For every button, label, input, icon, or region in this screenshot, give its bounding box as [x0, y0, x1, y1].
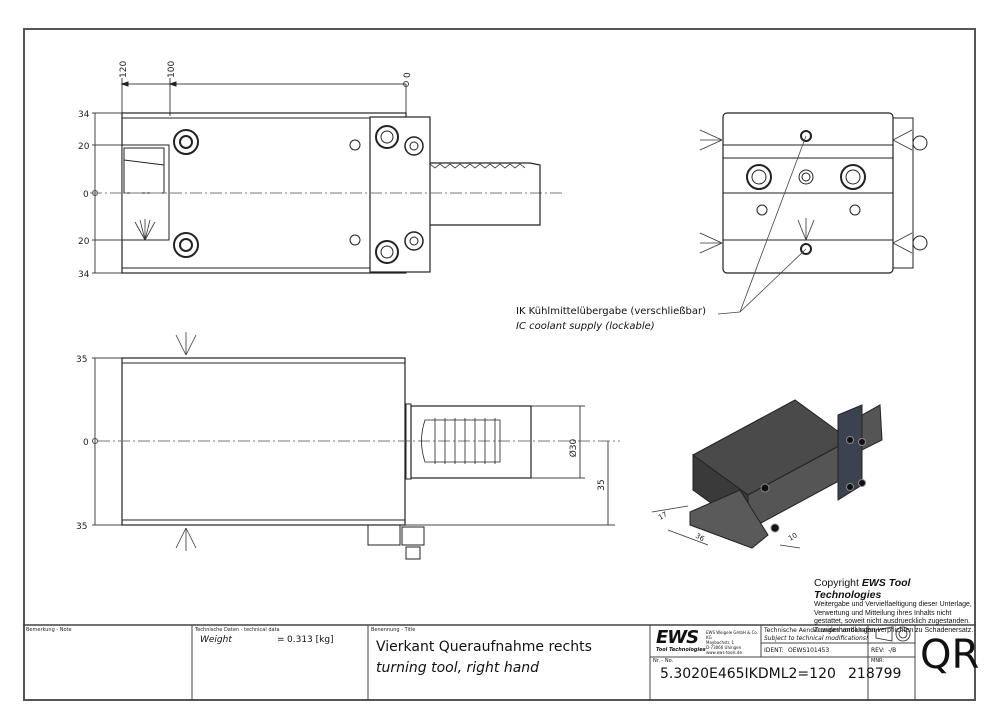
copyright-notice: Copyright EWS Tool Technologies Weiterga…	[814, 577, 974, 635]
dim-label: 0	[83, 190, 89, 200]
iso-dim-label: 10	[787, 531, 799, 542]
dim-label: 0	[83, 438, 89, 448]
title-block-grid	[23, 624, 976, 701]
company-line: www.ews-tools.de	[706, 650, 742, 655]
dim-label: 120	[119, 61, 129, 78]
dim-label: 35	[76, 355, 87, 365]
dim-label: 35	[76, 522, 87, 532]
company-line: Maybachstr. 1	[706, 640, 735, 645]
title-cell: Benennung - Title Vierkant Queraufnahme …	[368, 625, 650, 701]
weight-eq: =	[277, 635, 285, 645]
nr-label: Nr. - No.	[653, 658, 674, 664]
title-label: Benennung - Title	[371, 627, 416, 633]
weight-key: Weight	[200, 635, 232, 645]
ews-logo-sub: Tool Technologies	[656, 647, 706, 653]
copyright-line: Zuwiderhandlungen verpflichten zu Schade…	[814, 626, 974, 634]
dim-label: 20	[78, 237, 90, 247]
title-de: Vierkant Queraufnahme rechts	[376, 639, 592, 655]
rev-value: -/B	[888, 647, 897, 654]
company-address: EWS Weigele GmbH & Co. KG Maybachstr. 1 …	[706, 630, 760, 655]
callout-de: IK Kühlmittelübergabe (verschließbar)	[516, 306, 707, 317]
drawing-frame	[23, 28, 976, 701]
screw-icon	[173, 125, 424, 264]
dim-label: 0	[403, 72, 413, 78]
copyright-prefix: Copyright	[814, 577, 862, 589]
company-line: D-73066 Uhingen	[706, 645, 742, 650]
drawing-code: QR	[920, 632, 980, 678]
ident-value: OEWS101453	[788, 647, 830, 654]
company-line: EWS Weigele GmbH & Co. KG	[706, 630, 759, 640]
dim-label: 100	[167, 61, 177, 78]
change-notice-en: Subject to technical modifications!	[764, 635, 869, 642]
copyright-line: Weitergabe und Vervielfaeltigung dieser …	[814, 601, 972, 608]
tech-label: Technische Daten - technical data	[195, 627, 280, 633]
front-view	[699, 112, 928, 315]
copyright-line: gestattet, soweit nicht ausdruecklich zu…	[814, 618, 971, 625]
part-number: 5.3020E465IKDML2=120	[660, 666, 836, 682]
note-cell: Bemerkung - Note	[23, 625, 192, 701]
ident-label: IDENT:	[764, 647, 784, 654]
iso-dim-label: 36	[694, 532, 706, 544]
dim-label: 34	[78, 270, 90, 280]
note-label: Bemerkung - Note	[26, 627, 72, 633]
diameter-label: Ø30	[568, 438, 579, 457]
rev-label: REV:	[871, 647, 885, 654]
dim-label: 34	[78, 110, 90, 120]
projection-symbol-icon	[875, 626, 911, 642]
change-notice-de: Technische Aenderungen vorbehalten!	[764, 627, 880, 634]
mnr-value: 218799	[848, 666, 902, 682]
isometric-view: 17 36 10	[651, 399, 883, 549]
side-view: 35 0 35 Ø30 35	[76, 332, 620, 560]
callout-en: IC coolant supply (lockable)	[516, 321, 655, 332]
copyright-brand: EWS Tool Technologies	[814, 577, 911, 601]
title-en: turning tool, right hand	[376, 660, 540, 676]
copyright-line: Verwertung und Mitteilung ihres Inhalts …	[814, 609, 952, 617]
weight-value: 0.313 [kg]	[287, 635, 334, 645]
mnr-label: MNR:	[871, 658, 885, 664]
height-label: 35	[597, 479, 607, 490]
ews-logo: EWS	[656, 627, 699, 648]
company-logo-cell: EWS Tool Technologies EWS Weigele GmbH &…	[652, 627, 760, 657]
dim-label: 20	[78, 142, 90, 152]
technical-data-cell: Technische Daten - technical data Weight…	[192, 625, 368, 701]
iso-dim-label: 17	[657, 510, 669, 521]
top-view: 120 100 0 34 20 0 20 34	[78, 61, 565, 280]
